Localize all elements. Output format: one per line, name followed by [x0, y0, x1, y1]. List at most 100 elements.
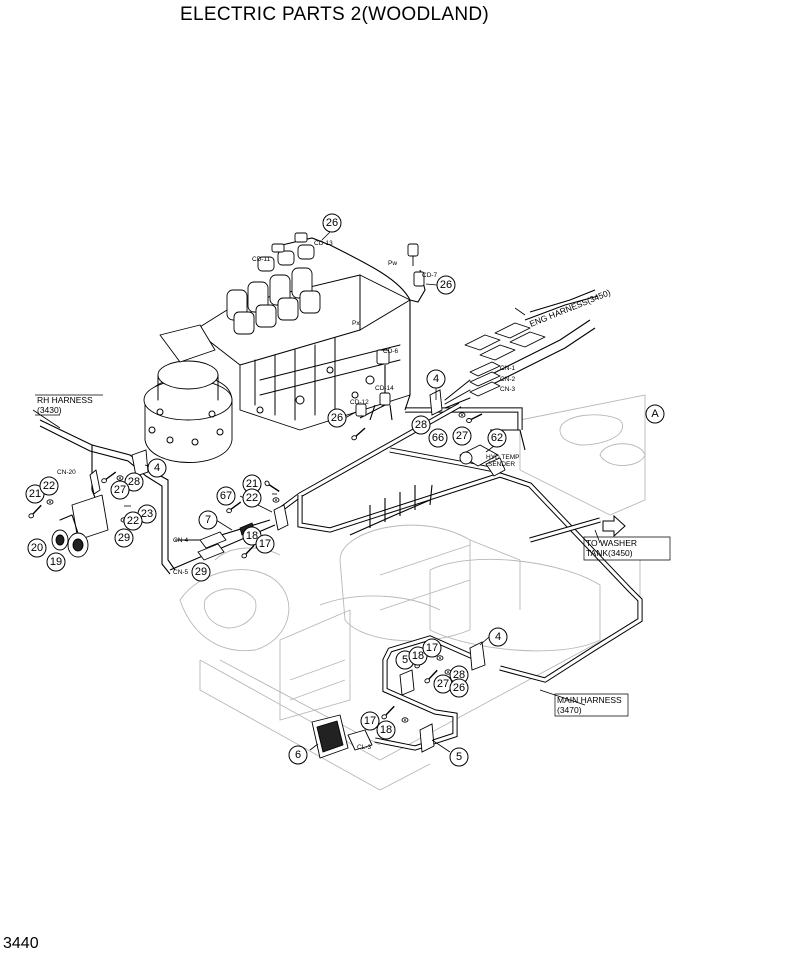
- connector-cd11: [271, 243, 285, 253]
- label-cn1: CN-1: [500, 365, 516, 372]
- harness-clip-mid: [273, 504, 289, 531]
- callout-66: 66: [428, 428, 448, 448]
- callout-17: 17: [422, 638, 442, 658]
- svg-text:67: 67: [220, 490, 232, 502]
- svg-text:27: 27: [456, 430, 468, 442]
- washer-tank-ref: TANK(3450): [586, 548, 633, 558]
- wire-harness: [39, 237, 643, 751]
- label-cd7: CD-7: [422, 272, 438, 279]
- callout-67: 67: [216, 486, 236, 506]
- callout-4: 4: [426, 369, 446, 389]
- callout-29: 29: [114, 528, 134, 548]
- washer-tank-arrow: [602, 514, 626, 538]
- svg-text:27: 27: [114, 484, 126, 496]
- label-cn2: CN-2: [500, 376, 516, 383]
- callout-4: 4: [488, 627, 508, 647]
- svg-text:5: 5: [402, 654, 408, 666]
- svg-text:18: 18: [380, 724, 392, 736]
- svg-text:29: 29: [195, 566, 207, 578]
- callout-7: 7: [198, 510, 218, 530]
- label-cn3: CN-3: [500, 386, 516, 393]
- callout-26: 26: [449, 678, 469, 698]
- connector-cd12: [355, 403, 367, 417]
- callout-17: 17: [255, 534, 275, 554]
- svg-text:28: 28: [415, 419, 427, 431]
- svg-text:66: 66: [432, 432, 444, 444]
- label-cd14: CD-14: [375, 385, 394, 392]
- svg-text:A: A: [651, 408, 659, 420]
- svg-text:18: 18: [246, 530, 258, 542]
- svg-text:17: 17: [426, 642, 438, 654]
- callout-27: 27: [433, 674, 453, 694]
- connector-cd13: [294, 232, 308, 243]
- svg-text:27: 27: [437, 678, 449, 690]
- work-lamp: [311, 714, 373, 759]
- callout-21: 21: [25, 484, 45, 504]
- svg-text:7: 7: [205, 514, 211, 526]
- callout-26: 26: [436, 275, 456, 295]
- svg-text:4: 4: [154, 462, 160, 474]
- label-cn20: CN-20: [57, 469, 76, 476]
- callout-17: 17: [360, 711, 380, 731]
- svg-text:17: 17: [259, 538, 271, 550]
- svg-text:5: 5: [456, 751, 462, 763]
- connector-cn1-cn3: [444, 322, 546, 409]
- label-cn5: CN-5: [173, 569, 189, 576]
- callout-22: 22: [242, 488, 262, 508]
- eng-harness-label: ENG HARNESS(3450): [528, 287, 612, 329]
- hyd-temp-label-2: SENDER: [488, 461, 515, 468]
- rh-harness-label: RH HARNESS: [37, 395, 93, 405]
- main-control-valve: [194, 244, 411, 431]
- page-title: ELECTRIC PARTS 2(WOODLAND): [180, 4, 490, 25]
- hyd-temp-label: HYD TEMP: [486, 454, 519, 461]
- svg-text:21: 21: [29, 488, 41, 500]
- callout-21: 21: [242, 474, 262, 494]
- svg-text:4: 4: [495, 631, 501, 643]
- callout-26: 26: [322, 213, 342, 233]
- svg-text:23: 23: [141, 508, 153, 520]
- view-marker-a: A: [645, 404, 665, 424]
- svg-text:19: 19: [50, 556, 62, 568]
- washer-tank-label: TO WASHER: [586, 538, 637, 548]
- harness-clip-left: [131, 449, 149, 477]
- callout-28: 28: [449, 665, 469, 685]
- svg-text:62: 62: [491, 432, 503, 444]
- main-harness-ref: (3470): [557, 705, 582, 715]
- callout-5: 5: [449, 747, 469, 767]
- svg-text:22: 22: [246, 492, 258, 504]
- main-harness-label: MAIN HARNESS: [557, 695, 622, 705]
- fasteners: [26, 412, 483, 723]
- svg-text:18: 18: [412, 650, 424, 662]
- callout-22: 22: [39, 476, 59, 496]
- callout-26: 26: [327, 408, 347, 428]
- callout-6: 6: [288, 745, 308, 765]
- callout-27: 27: [452, 426, 472, 446]
- harness-clip-bottom: [419, 723, 435, 753]
- callout-4: 4: [147, 458, 167, 478]
- callout-20: 20: [27, 538, 47, 558]
- callout-29: 29: [191, 562, 211, 582]
- svg-text:6: 6: [295, 749, 301, 761]
- connector-cd6: [376, 349, 390, 365]
- svg-text:20: 20: [31, 542, 43, 554]
- rh-harness-ref: (3430): [37, 405, 62, 415]
- connector-cd7: [413, 271, 425, 287]
- svg-text:26: 26: [331, 412, 343, 424]
- svg-text:26: 26: [453, 682, 465, 694]
- harness-clip-centre: [399, 669, 415, 696]
- svg-text:4: 4: [433, 373, 439, 385]
- svg-text:17: 17: [364, 715, 376, 727]
- harness-clip-lower: [469, 641, 486, 671]
- label-cn4: CN-4: [173, 537, 189, 544]
- svg-text:21: 21: [246, 478, 258, 490]
- callout-22: 22: [123, 511, 143, 531]
- svg-text:28: 28: [453, 669, 465, 681]
- machine-frame-outline: [179, 394, 646, 791]
- page-number: 3440: [3, 935, 39, 952]
- horn-assembly: [51, 469, 109, 558]
- swing-motor: [143, 324, 233, 463]
- label-pw: Pw: [388, 260, 397, 267]
- svg-text:22: 22: [43, 480, 55, 492]
- svg-text:22: 22: [127, 515, 139, 527]
